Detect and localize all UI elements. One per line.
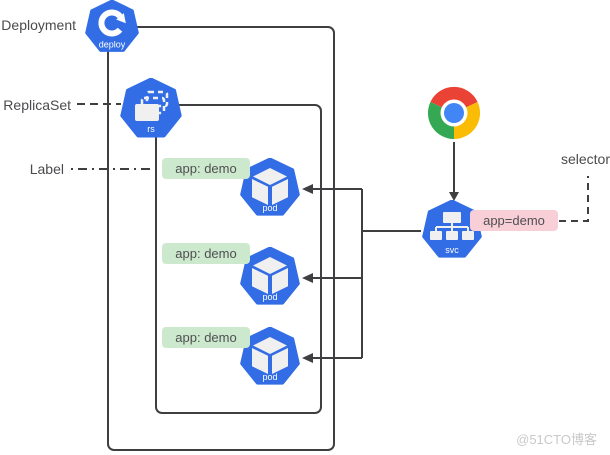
browser-arrowhead-icon	[449, 192, 459, 201]
replicaset-label: ReplicaSet	[3, 97, 71, 113]
pod3-icon: pod	[240, 327, 300, 385]
pod3-icon-label: pod	[262, 372, 277, 382]
pod3-arrowhead-icon	[302, 353, 313, 363]
rs-icon-label: rs	[147, 124, 155, 134]
deploy-icon-label: deploy	[99, 40, 126, 50]
replicaset-boundary-box	[155, 104, 322, 414]
replicaset-icon: rs	[120, 78, 182, 138]
label-label: Label	[29, 161, 64, 177]
svc-icon-label: svc	[445, 245, 459, 255]
service-icon: svc	[422, 200, 482, 258]
deployment-boundary-box	[107, 26, 335, 451]
selector-dashed-line	[559, 176, 589, 222]
pod1-icon: pod	[240, 158, 300, 216]
pod1-arrowhead-icon	[302, 184, 313, 194]
pod2-label-badge: app: demo	[162, 243, 250, 264]
deployment-label: Deployment	[1, 17, 76, 33]
pod2-arrowhead-icon	[302, 273, 313, 283]
watermark: @51CTO博客	[516, 432, 597, 447]
pod3-label-badge: app: demo	[162, 327, 250, 348]
chrome-icon	[427, 86, 481, 140]
pod1-icon-label: pod	[262, 203, 277, 213]
pod1-label-badge: app: demo	[162, 158, 250, 179]
deploy-icon: deploy	[85, 0, 139, 52]
pod2-icon-label: pod	[262, 292, 277, 302]
service-selector-badge: app=demo	[470, 210, 558, 231]
pod2-icon: pod	[240, 247, 300, 305]
selector-label: selector	[560, 151, 610, 167]
